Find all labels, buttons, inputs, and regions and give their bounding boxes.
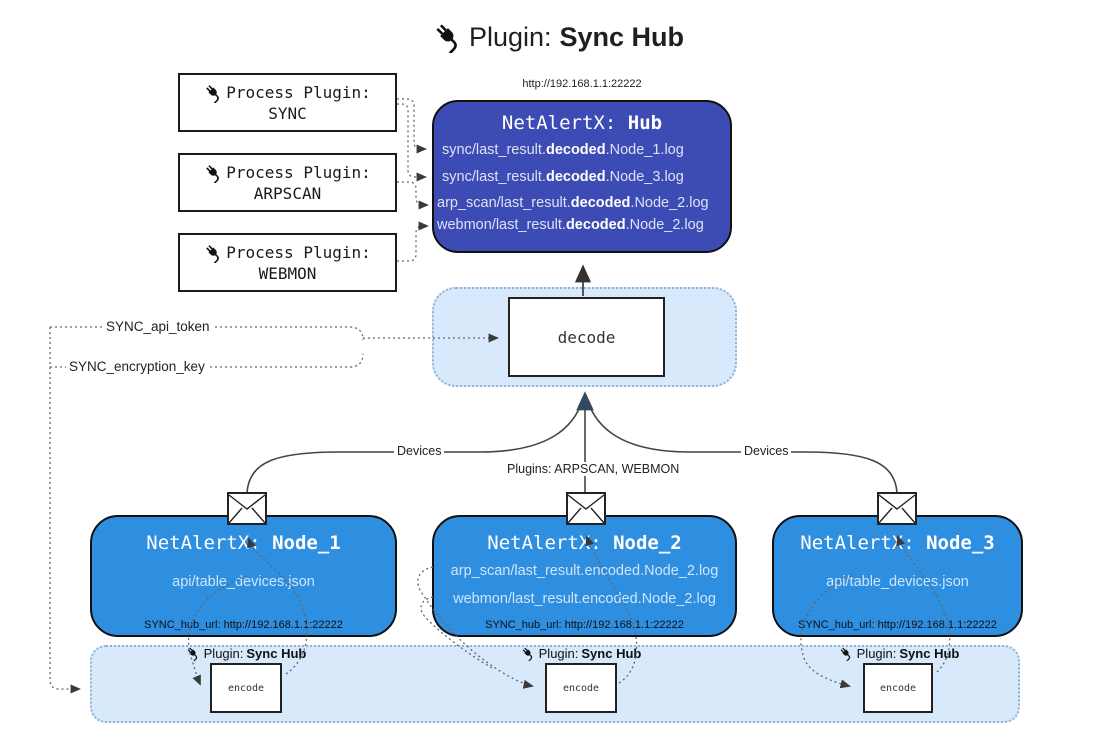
node-title: NetAlertX: Node_1 xyxy=(146,532,341,554)
encode-box: encode xyxy=(545,663,617,713)
process-plugin-name: WEBMON xyxy=(258,263,317,283)
plugins-edge-label: Plugins: ARPSCAN, WEBMON xyxy=(504,462,683,476)
devices-edge-label-left: Devices xyxy=(394,444,445,458)
hub-log-line: webmon/last_result.decoded.Node_2.log xyxy=(437,217,704,233)
hub-box xyxy=(432,100,732,253)
devices-edge-label-right: Devices xyxy=(741,444,792,458)
hub-log-line: sync/last_result.decoded.Node_3.log xyxy=(442,169,684,185)
process-plugin-name: SYNC xyxy=(268,103,307,123)
node-hub-url: SYNC_hub_url: http://192.168.1.1:22222 xyxy=(144,619,343,631)
process-plugin-sync: Process Plugin: SYNC xyxy=(178,73,397,132)
node-file: api/table_devices.json xyxy=(172,574,315,590)
strip-plugin-label: Plugin:Sync Hub xyxy=(171,646,321,661)
hub-log-line: arp_scan/last_result.decoded.Node_2.log xyxy=(437,195,709,211)
page-title: Plugin: Sync Hub xyxy=(0,16,1117,58)
envelope-icon xyxy=(877,492,917,525)
hub-title-bold: Hub xyxy=(627,112,663,134)
node-file: arp_scan/last_result.encoded.Node_2.log xyxy=(450,563,719,579)
plug-icon xyxy=(185,646,200,661)
node-hub-url: SYNC_hub_url: http://192.168.1.1:22222 xyxy=(485,619,684,631)
process-plugin-name: ARPSCAN xyxy=(253,183,322,203)
strip-plugin-label: Plugin:Sync Hub xyxy=(824,646,974,661)
plug-icon xyxy=(520,646,535,661)
process-plugin-arpscan: Process Plugin: ARPSCAN xyxy=(178,153,397,212)
page-title-prefix: Plugin: xyxy=(468,21,552,52)
plug-icon xyxy=(204,163,223,183)
encode-box: encode xyxy=(210,663,282,713)
node-file: api/table_devices.json xyxy=(826,574,969,590)
node-1-box: NetAlertX: Node_1 api/table_devices.json… xyxy=(90,515,397,637)
page-title-bold: Sync Hub xyxy=(559,21,685,52)
node-file: webmon/last_result.encoded.Node_2.log xyxy=(453,591,716,607)
plug-icon xyxy=(838,646,853,661)
node-2-box: NetAlertX: Node_2 arp_scan/last_result.e… xyxy=(432,515,737,637)
process-plugin-webmon: Process Plugin: WEBMON xyxy=(178,233,397,292)
plug-icon xyxy=(204,243,223,263)
node-title: NetAlertX: Node_2 xyxy=(487,532,682,554)
strip-plugin-label: Plugin:Sync Hub xyxy=(506,646,656,661)
sync-api-token-label: SYNC_api_token xyxy=(103,319,213,334)
hub-url-label: http://192.168.1.1:22222 xyxy=(522,78,642,90)
node-3-box: NetAlertX: Node_3 api/table_devices.json… xyxy=(772,515,1023,637)
hub-log-line: sync/last_result.decoded.Node_1.log xyxy=(442,142,684,158)
node-hub-url: SYNC_hub_url: http://192.168.1.1:22222 xyxy=(798,619,997,631)
sync-encryption-key-label: SYNC_encryption_key xyxy=(66,359,208,374)
envelope-icon xyxy=(566,492,606,525)
encode-box: encode xyxy=(863,663,933,713)
hub-title: NetAlertX: Hub xyxy=(432,112,732,134)
plug-icon xyxy=(204,83,223,103)
envelope-icon xyxy=(227,492,267,525)
hub-title-prefix: NetAlertX: xyxy=(501,112,628,134)
node-title: NetAlertX: Node_3 xyxy=(800,532,995,554)
decode-box: decode xyxy=(508,297,665,377)
plug-icon xyxy=(432,21,463,53)
